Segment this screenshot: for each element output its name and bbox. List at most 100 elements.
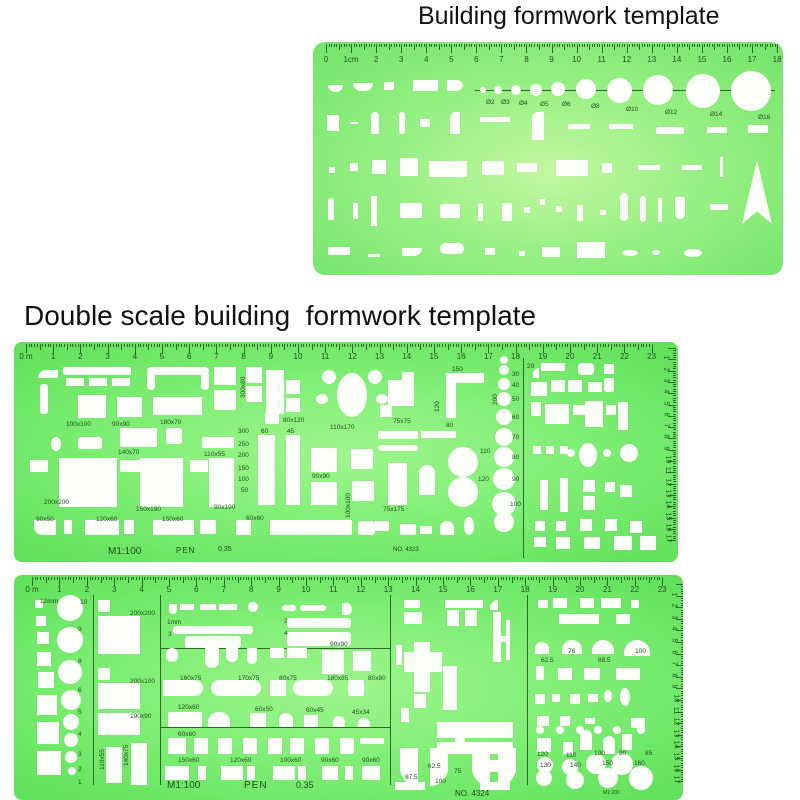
ruler-tick <box>40 577 42 580</box>
ruler-tick <box>125 577 127 580</box>
stencil-cutout <box>287 648 307 658</box>
ruler-tick <box>181 344 183 347</box>
ruler-tick <box>42 344 44 347</box>
ruler-tick <box>570 344 571 353</box>
ruler-tick <box>349 344 351 347</box>
ruler-tick <box>571 44 573 47</box>
ruler-tick <box>489 577 491 580</box>
side-ruler-tick <box>673 499 676 501</box>
ruler-tick <box>223 577 225 586</box>
side-ruler-number: 11 <box>672 706 680 714</box>
ruler-tick <box>366 577 368 580</box>
dimension-label: 140x75 <box>123 744 130 766</box>
ruler-tick <box>133 577 135 580</box>
side-ruler-tick <box>681 748 683 750</box>
ruler-tick <box>599 577 601 580</box>
ruler-tick <box>238 344 240 347</box>
dimension-label: 110x170 <box>330 424 355 431</box>
ruler-tick <box>544 44 546 47</box>
stencil-cutout <box>372 160 386 174</box>
stencil-cutout <box>605 482 615 492</box>
side-ruler-number: 9 <box>670 684 678 689</box>
ruler-tick <box>447 344 449 350</box>
ruler-tick <box>409 344 411 347</box>
ruler-tick <box>596 577 598 580</box>
ruler-tick <box>567 344 569 347</box>
side-ruler-tick <box>673 361 676 363</box>
side-ruler-tick <box>681 704 683 706</box>
ruler-tick <box>325 344 327 353</box>
stencil-cutout <box>358 718 370 727</box>
ruler-tick <box>319 577 321 583</box>
stencil-cutout <box>311 448 337 472</box>
ruler-tick <box>651 344 653 353</box>
ruler-tick <box>242 577 244 580</box>
stencil-cutout <box>89 378 107 386</box>
ruler-tick <box>612 577 614 580</box>
stencil-cutout <box>604 690 612 702</box>
ruler-tick <box>355 577 357 580</box>
ruler-tick <box>348 44 350 47</box>
dimension-label: 60 <box>261 428 269 435</box>
stencil-circle-cutout <box>65 751 77 763</box>
ruler-tick <box>640 344 642 347</box>
dimension-label: 90x50 <box>36 516 54 523</box>
ruler-tick <box>651 44 653 53</box>
dimension-label: 300x80 <box>240 376 247 398</box>
ruler-tick <box>344 344 346 347</box>
dimension-label: 150 <box>602 760 613 767</box>
stencil-cutout <box>588 694 598 702</box>
stencil-cutout <box>710 204 728 210</box>
stencil-circle-cutout <box>480 87 486 93</box>
ruler-number: 12 <box>356 585 366 594</box>
ruler-number: 17 <box>747 55 757 64</box>
stencil-circle-cutout <box>566 771 584 789</box>
ruler-tick <box>327 344 329 347</box>
ruler-tick <box>159 344 161 347</box>
ruler-tick <box>212 577 214 580</box>
ruler-tick <box>86 577 88 586</box>
ruler-tick <box>518 344 520 347</box>
circle-diameter-label: Ø2 <box>486 99 495 106</box>
ruler-tick <box>229 577 231 580</box>
ruler-tick <box>289 577 291 580</box>
ruler-tick <box>308 344 310 347</box>
ruler-tick <box>179 577 181 580</box>
ruler-tick <box>383 44 385 47</box>
ruler-tick <box>249 344 251 347</box>
ruler-tick <box>148 344 150 350</box>
stencil-cutout <box>51 437 61 451</box>
stencil-cutout <box>446 373 456 418</box>
stencil-circle-cutout <box>511 85 521 95</box>
ruler-tick <box>706 44 708 47</box>
ruler-number: 9 <box>276 585 281 594</box>
side-ruler-tick <box>681 611 683 613</box>
side-ruler-tick <box>681 702 683 704</box>
stencil-cutout <box>208 712 230 727</box>
stencil-cutout <box>37 632 49 644</box>
stencil-cutout <box>482 161 504 175</box>
stencil-cutout <box>112 378 130 386</box>
ruler-tick <box>464 577 466 580</box>
ruler-tick <box>531 344 533 347</box>
ruler-tick <box>550 344 552 347</box>
stencil-circle-cutout <box>494 86 502 94</box>
ruler-tick <box>525 577 527 586</box>
ruler-tick <box>463 344 465 347</box>
side-ruler-tick <box>673 451 676 453</box>
ruler-tick <box>346 44 348 47</box>
side-ruler-tick <box>673 537 676 539</box>
ruler-tick <box>566 44 568 47</box>
ruler-tick <box>538 577 540 583</box>
stencil-cutout <box>316 394 328 404</box>
side-ruler-tick <box>673 406 676 408</box>
circle-diameter-label: Ø14 <box>710 111 723 118</box>
ruler-tick <box>286 577 288 580</box>
ruler-tick <box>390 344 392 347</box>
stencil-cutout <box>265 414 279 424</box>
stencil-cutout <box>502 203 512 221</box>
dimension-label: 100 <box>594 750 605 757</box>
side-ruler-tick <box>681 776 683 778</box>
ruler-tick <box>448 44 450 47</box>
ruler-tick <box>412 344 414 347</box>
